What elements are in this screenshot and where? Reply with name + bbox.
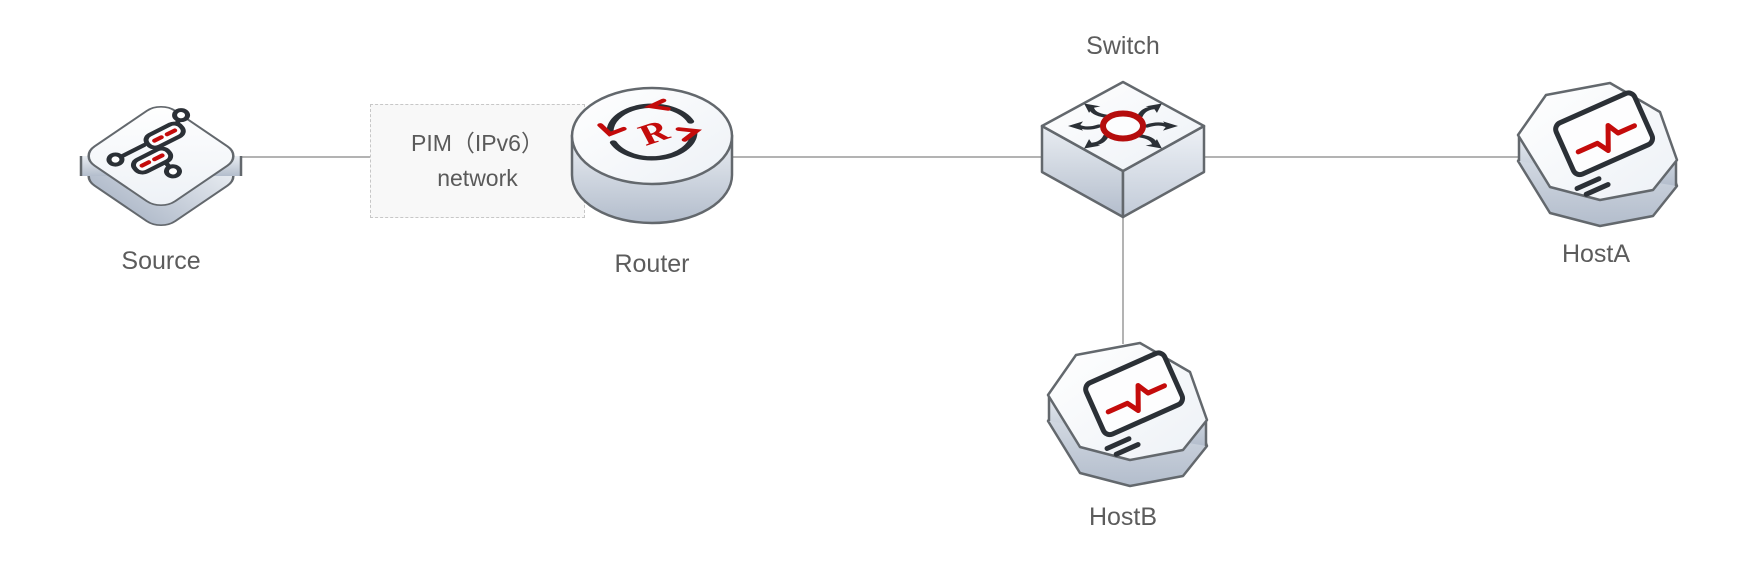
monitor-glyph xyxy=(1553,90,1656,197)
switch-label: Switch xyxy=(1086,32,1160,60)
switch-icon xyxy=(1040,80,1206,219)
node-router: R xyxy=(567,80,737,230)
node-hostb xyxy=(1038,330,1213,490)
pim-network-label-line2: network xyxy=(437,165,518,191)
hosta-label: HostA xyxy=(1561,240,1631,268)
node-switch xyxy=(1038,75,1208,227)
source-icon xyxy=(79,105,243,227)
router-icon: R xyxy=(570,86,734,225)
switch-ring xyxy=(1100,110,1146,142)
source-label: Source xyxy=(121,247,201,275)
host-monitor-icon xyxy=(1516,81,1679,228)
monitor-glyph xyxy=(1083,350,1186,457)
switch-glyph xyxy=(1068,103,1178,149)
pim-network-label-line1: PIM（IPv6） xyxy=(411,130,544,156)
node-hosta xyxy=(1508,70,1683,230)
node-source xyxy=(76,92,246,244)
host-monitor-icon xyxy=(1046,341,1209,488)
router-label: Router xyxy=(614,250,690,278)
source-glyph xyxy=(106,108,191,179)
pim-network-box: PIM（IPv6） network xyxy=(370,104,585,218)
hostb-label: HostB xyxy=(1088,503,1158,531)
